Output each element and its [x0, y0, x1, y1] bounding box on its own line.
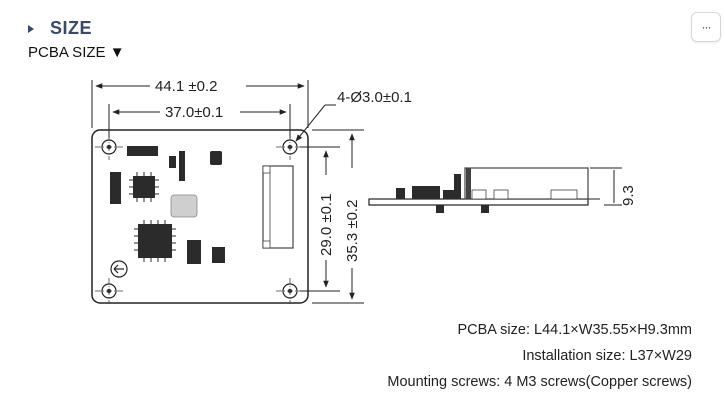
pcba-size-heading: PCBA SIZE ▼: [28, 44, 125, 61]
dim-hole-spec: 4-Ø3.0±0.1: [337, 89, 412, 106]
triangle-bullet-icon: [28, 24, 34, 33]
section-title: SIZE: [50, 18, 93, 38]
dim-hole-spacing-height: 29.0 ±0.1: [318, 194, 335, 256]
section-header: SIZE: [28, 18, 92, 39]
installation-size-spec: Installation size: L37×W29: [522, 348, 692, 364]
pcb-top-view: [91, 129, 309, 304]
pcb-side-view: [368, 167, 622, 213]
dim-overall-height: 35.3 ±0.2: [344, 200, 361, 262]
ellipsis-icon: ···: [701, 20, 712, 34]
dim-hole-spacing-width: 37.0±0.1: [165, 104, 223, 121]
mounting-screws-spec: Mounting screws: 4 M3 screws(Copper scre…: [387, 374, 692, 390]
dim-overall-width: 44.1 ±0.2: [155, 78, 217, 95]
more-options-button[interactable]: ···: [691, 12, 721, 42]
dim-thickness: 9.3: [620, 185, 637, 206]
pcba-size-spec: PCBA size: L44.1×W35.55×H9.3mm: [457, 322, 692, 338]
specs-block: PCBA size: L44.1×W35.55×H9.3mm Installat…: [387, 317, 692, 395]
orientation-arrow-icon: [110, 260, 128, 278]
